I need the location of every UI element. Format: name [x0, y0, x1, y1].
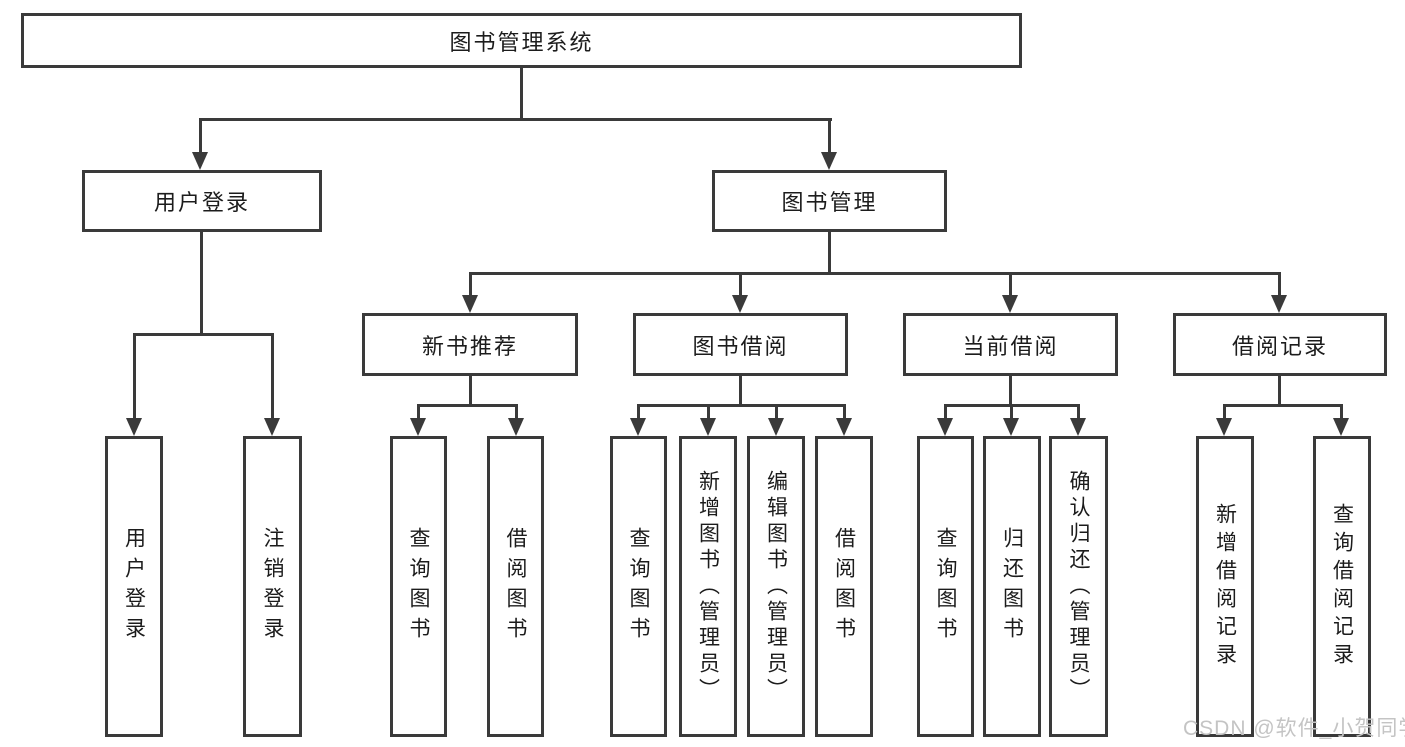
- arrowhead-icon: [768, 418, 784, 436]
- node-label: 用户登录: [153, 190, 250, 215]
- arrowhead-icon: [126, 418, 142, 436]
- leaf-query-books: 查询图书: [917, 436, 974, 737]
- connector-line: [417, 404, 518, 407]
- leaf-query-borrow-record: 查询借阅记录: [1313, 436, 1371, 737]
- connector-line: [417, 404, 420, 420]
- connector-line: [199, 118, 202, 154]
- connector-line: [200, 232, 203, 335]
- connector-line: [469, 376, 472, 407]
- connector-line: [775, 404, 778, 420]
- leaf-borrow-books: 借阅图书: [487, 436, 544, 737]
- node-library-management-system: 图书管理系统: [21, 13, 1022, 68]
- connector-line: [1278, 376, 1281, 407]
- connector-line: [133, 333, 274, 336]
- leaf-label: 查询图书: [627, 526, 650, 647]
- node-book-borrow: 图书借阅: [633, 313, 848, 376]
- node-book-management: 图书管理: [712, 170, 947, 232]
- leaf-label: 注销登录: [261, 526, 284, 647]
- arrowhead-icon: [264, 418, 280, 436]
- connector-line: [515, 404, 518, 420]
- connector-line: [739, 272, 742, 297]
- arrowhead-icon: [1002, 295, 1018, 313]
- connector-line: [1009, 376, 1012, 407]
- connector-line: [1009, 272, 1012, 297]
- node-user-login: 用户登录: [82, 170, 322, 232]
- arrowhead-icon: [700, 418, 716, 436]
- connector-line: [520, 68, 523, 120]
- arrowhead-icon: [508, 418, 524, 436]
- leaf-label: 新增图书（管理员）: [696, 469, 720, 704]
- arrowhead-icon: [192, 152, 208, 170]
- node-new-book-recommend: 新书推荐: [362, 313, 578, 376]
- connector-line: [469, 272, 472, 297]
- node-label: 图书借阅: [692, 333, 789, 359]
- connector-line: [739, 376, 742, 407]
- connector-line: [944, 404, 947, 420]
- leaf-edit-books-admin: 编辑图书（管理员）: [747, 436, 805, 737]
- leaf-add-books-admin: 新增图书（管理员）: [679, 436, 737, 737]
- leaf-return-books: 归还图书: [983, 436, 1041, 737]
- arrowhead-icon: [1333, 418, 1349, 436]
- arrowhead-icon: [410, 418, 426, 436]
- leaf-query-books: 查询图书: [390, 436, 447, 737]
- node-label: 图书管理系统: [449, 29, 594, 55]
- leaf-label: 查询借阅记录: [1330, 502, 1354, 671]
- leaf-user-login: 用户登录: [105, 436, 163, 737]
- leaf-label: 查询图书: [934, 526, 957, 647]
- connector-line: [1010, 404, 1013, 420]
- node-label: 图书管理: [781, 190, 878, 215]
- leaf-label: 编辑图书（管理员）: [764, 469, 788, 704]
- leaf-add-borrow-record: 新增借阅记录: [1196, 436, 1254, 737]
- leaf-borrow-books: 借阅图书: [815, 436, 873, 737]
- connector-line: [469, 272, 1281, 275]
- leaf-query-books: 查询图书: [610, 436, 667, 737]
- arrowhead-icon: [1070, 418, 1086, 436]
- arrowhead-icon: [1216, 418, 1232, 436]
- arrowhead-icon: [462, 295, 478, 313]
- leaf-logout: 注销登录: [243, 436, 302, 737]
- arrowhead-icon: [821, 152, 837, 170]
- connector-line: [828, 232, 831, 274]
- connector-line: [199, 118, 832, 121]
- leaf-label: 归还图书: [1000, 526, 1024, 647]
- connector-line: [1278, 272, 1281, 297]
- node-label: 当前借阅: [962, 333, 1059, 359]
- leaf-label: 借阅图书: [832, 526, 856, 647]
- arrowhead-icon: [732, 295, 748, 313]
- leaf-confirm-return-admin: 确认归还（管理员）: [1049, 436, 1108, 737]
- arrowhead-icon: [1271, 295, 1287, 313]
- arrowhead-icon: [937, 418, 953, 436]
- connector-line: [1077, 404, 1080, 420]
- leaf-label: 查询图书: [407, 526, 430, 647]
- csdn-watermark: CSDN @软件_小贺同学: [1183, 717, 1405, 740]
- connector-line: [1223, 404, 1226, 420]
- node-label: 借阅记录: [1231, 333, 1328, 359]
- connector-line: [637, 404, 640, 420]
- connector-line: [1340, 404, 1343, 420]
- node-label: 新书推荐: [421, 333, 518, 359]
- arrowhead-icon: [630, 418, 646, 436]
- arrowhead-icon: [836, 418, 852, 436]
- connector-line: [1223, 404, 1342, 407]
- connector-line: [843, 404, 846, 420]
- connector-line: [637, 404, 846, 407]
- leaf-label: 新增借阅记录: [1213, 502, 1237, 671]
- leaf-label: 用户登录: [122, 526, 146, 647]
- node-borrow-records: 借阅记录: [1173, 313, 1387, 376]
- connector-line: [707, 404, 710, 420]
- connector-line: [828, 118, 831, 154]
- arrowhead-icon: [1003, 418, 1019, 436]
- leaf-label: 借阅图书: [504, 526, 527, 647]
- leaf-label: 确认归还（管理员）: [1067, 469, 1090, 704]
- node-current-borrow: 当前借阅: [903, 313, 1118, 376]
- connector-line: [271, 333, 274, 420]
- connector-line: [133, 333, 136, 420]
